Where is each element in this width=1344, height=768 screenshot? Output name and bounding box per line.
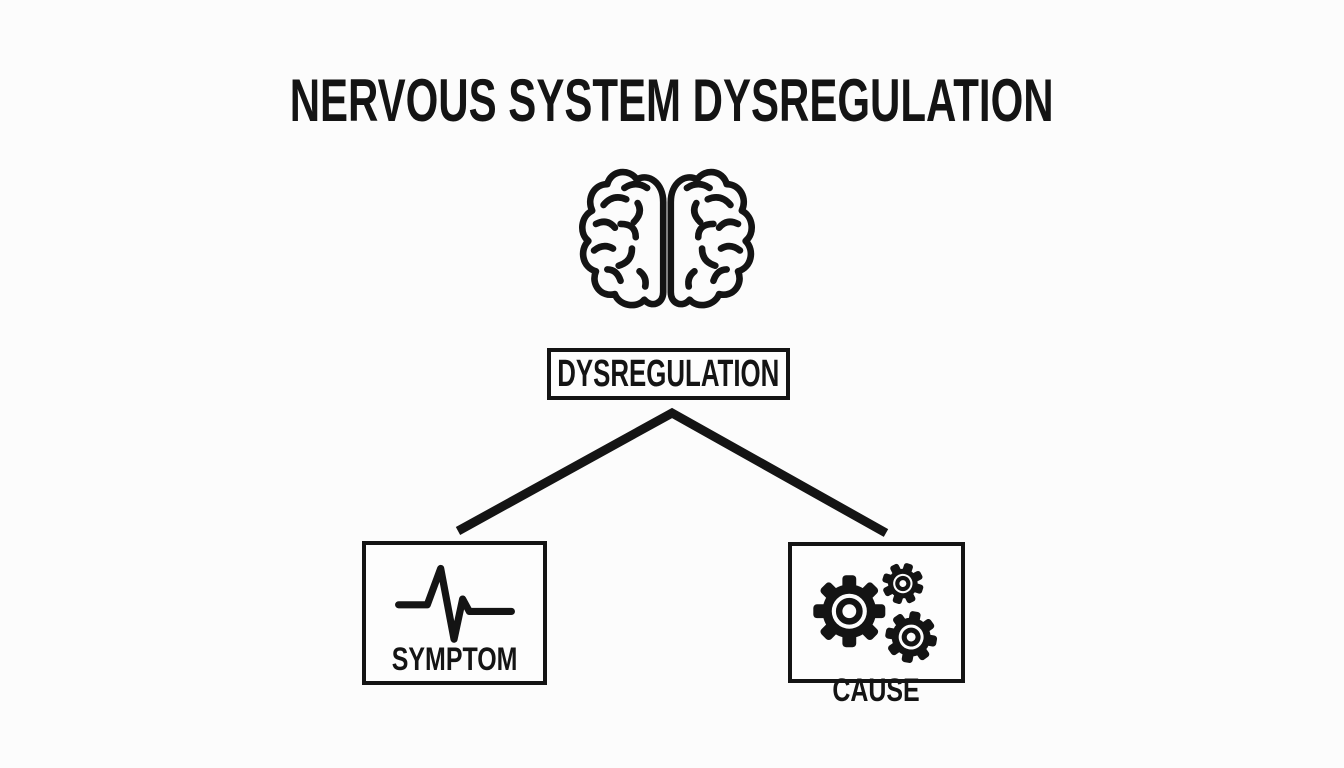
gears-icon [801, 554, 953, 674]
node-symptom-label: SYMPTOM [391, 641, 518, 677]
heartbeat-waveform-icon [389, 557, 521, 643]
node-dysregulation: DYSREGULATION [547, 348, 790, 400]
brain-left-hemisphere [579, 168, 667, 309]
brain-icon [579, 168, 755, 309]
node-symptom: SYMPTOM [362, 541, 547, 685]
node-dysregulation-label: DYSREGULATION [557, 353, 780, 395]
page-title: NERVOUS SYSTEM DYSREGULATION [0, 66, 1344, 135]
node-cause-label: CAUSE [832, 672, 921, 708]
page-title-text: NERVOUS SYSTEM DYSREGULATION [290, 67, 1054, 134]
gear-medium [884, 611, 937, 663]
gear-large [812, 575, 885, 648]
node-cause: CAUSE [788, 542, 965, 706]
gear-small [881, 563, 923, 604]
brain-right-hemisphere [667, 168, 755, 309]
